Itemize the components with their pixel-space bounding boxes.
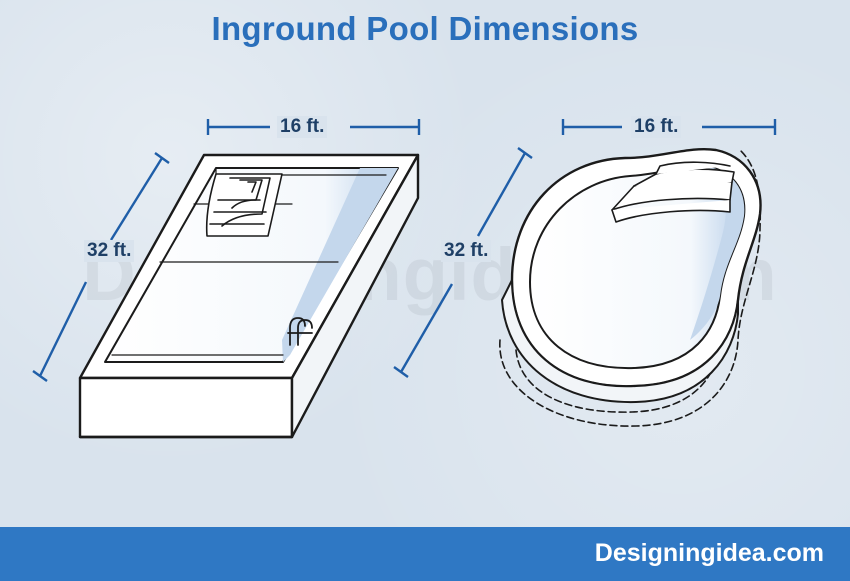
kidney-pool-width-dimension — [561, 119, 777, 135]
pool-illustrations — [32, 119, 777, 439]
kidney-pool-width-label: 16 ft. — [631, 116, 682, 138]
rect-pool-ladder — [287, 317, 313, 346]
rectangular-pool — [78, 153, 420, 439]
footer-bar: Designingidea.com — [0, 527, 850, 581]
rect-pool-length-dimension — [32, 152, 170, 382]
kidney-pool-steps — [611, 161, 735, 223]
kidney-pool — [499, 148, 762, 427]
rect-pool-length-label: 32 ft. — [84, 240, 135, 262]
page-title: Inground Pool Dimensions — [211, 10, 639, 47]
brand-logo-text[interactable]: Designingidea.com — [594, 539, 824, 567]
kidney-pool-length-label: 32 ft. — [441, 240, 492, 262]
rect-pool-steps — [205, 173, 283, 237]
rect-pool-width-label: 16 ft. — [277, 116, 328, 138]
kidney-pool-length-dimension — [393, 147, 533, 378]
rect-pool-width-dimension — [206, 119, 421, 135]
